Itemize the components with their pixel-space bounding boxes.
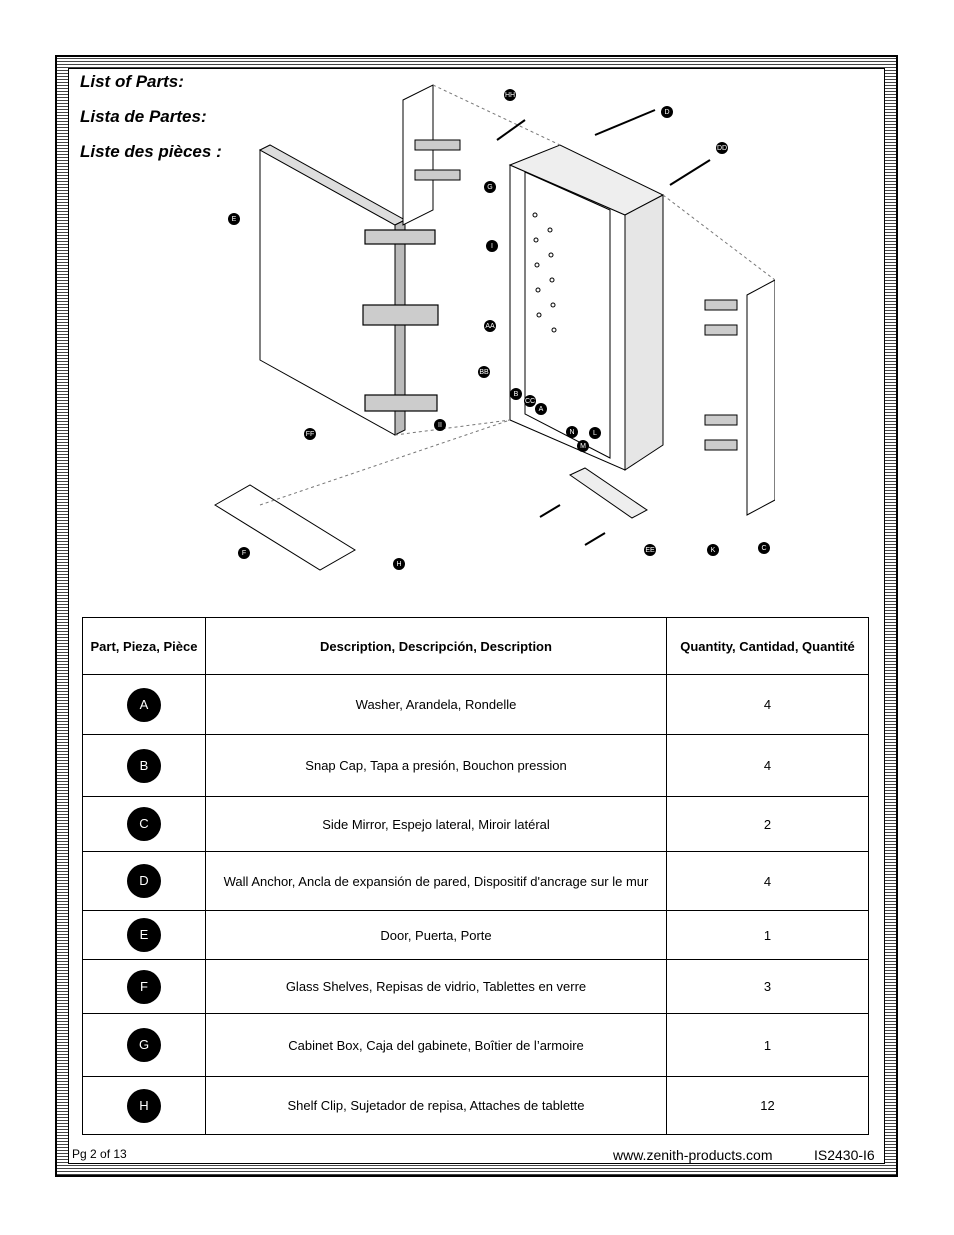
- back-strip: [402, 84, 434, 226]
- part-quantity: 3: [666, 959, 869, 1014]
- part-badge: F: [127, 969, 161, 1004]
- table-row: B Snap Cap, Tapa a presión, Bouchon pres…: [82, 734, 869, 797]
- svg-text:F: F: [242, 550, 246, 557]
- part-badge: H: [127, 1088, 161, 1123]
- svg-text:FF: FF: [306, 431, 315, 438]
- svg-text:CC: CC: [525, 398, 535, 405]
- part-badge: A: [127, 687, 161, 722]
- bottom-strip: [568, 467, 648, 519]
- svg-text:N: N: [569, 429, 574, 436]
- svg-text:EE: EE: [645, 547, 655, 554]
- table-row: A Washer, Arandela, Rondelle 4: [82, 674, 869, 735]
- screw-hh-bottom-2: [584, 532, 606, 546]
- part-description: Cabinet Box, Caja del gabinete, Boîtier …: [205, 1013, 667, 1077]
- part-quantity: 12: [666, 1076, 869, 1135]
- part-description: Wall Anchor, Ancla de expansión de pared…: [205, 851, 667, 911]
- hinges: [362, 229, 439, 412]
- table-row: F Glass Shelves, Repisas de vidrio, Tabl…: [82, 959, 869, 1014]
- table-row: H Shelf Clip, Sujetador de repisa, Attac…: [82, 1076, 869, 1135]
- document-code: IS2430-I6: [814, 1147, 875, 1163]
- heading-english: List of Parts:: [80, 72, 184, 91]
- part-quantity: 4: [666, 851, 869, 911]
- svg-text:K: K: [711, 547, 716, 554]
- screw-dd: [669, 159, 711, 186]
- table-row: E Door, Puerta, Porte 1: [82, 910, 869, 960]
- svg-text:II: II: [438, 422, 442, 429]
- svg-text:E: E: [232, 216, 237, 223]
- svg-text:L: L: [593, 430, 597, 437]
- part-description: Glass Shelves, Repisas de vidrio, Tablet…: [205, 959, 667, 1014]
- part-quantity: 4: [666, 734, 869, 797]
- part-badge: E: [127, 918, 161, 952]
- svg-text:HH: HH: [505, 92, 515, 99]
- header-quantity: Quantity, Cantidad, Quantité: [666, 617, 869, 675]
- heading-french: Liste des pièces :: [80, 142, 222, 161]
- header-description: Description, Descripción, Description: [205, 617, 667, 675]
- part-description: Side Mirror, Espejo lateral, Miroir laté…: [205, 796, 667, 852]
- part-badge: B: [127, 748, 161, 783]
- svg-text:DD: DD: [717, 145, 727, 152]
- table-row: D Wall Anchor, Ancla de expansión de par…: [82, 851, 869, 911]
- part-quantity: 2: [666, 796, 869, 852]
- heading-spanish: Lista de Partes:: [80, 107, 207, 126]
- parts-table: Part, Pieza, Pièce Description, Descripc…: [82, 617, 869, 1135]
- side-mirror: [746, 279, 775, 516]
- cabinet-box: [509, 164, 626, 471]
- table-row: G Cabinet Box, Caja del gabinete, Boîtie…: [82, 1013, 869, 1077]
- page-number: Pg 2 of 13: [72, 1147, 127, 1161]
- table-header-row: Part, Pieza, Pièce Description, Descripc…: [82, 617, 869, 675]
- exploded-parts-diagram: HH D DD G E I AA BB B A CC N L M FF II C…: [214, 84, 775, 571]
- svg-text:A: A: [539, 406, 544, 413]
- shelf-holes: [532, 212, 557, 333]
- header-part: Part, Pieza, Pièce: [82, 617, 206, 675]
- svg-text:G: G: [487, 184, 492, 191]
- callout-labels: HH D DD G E I AA BB B A CC N L M FF II C…: [228, 89, 770, 570]
- svg-text:B: B: [514, 391, 519, 398]
- door-panel: [259, 149, 396, 436]
- part-quantity: 1: [666, 910, 869, 960]
- part-badge: C: [127, 807, 161, 841]
- part-description: Shelf Clip, Sujetador de repisa, Attache…: [205, 1076, 667, 1135]
- svg-text:M: M: [580, 443, 586, 450]
- screw-hh-top: [496, 119, 526, 141]
- part-badge: D: [127, 864, 161, 898]
- part-description: Snap Cap, Tapa a presión, Bouchon pressi…: [205, 734, 667, 797]
- part-description: Washer, Arandela, Rondelle: [205, 674, 667, 735]
- svg-text:I: I: [491, 243, 493, 250]
- svg-text:D: D: [664, 109, 669, 116]
- svg-text:BB: BB: [479, 369, 489, 376]
- table-row: C Side Mirror, Espejo lateral, Miroir la…: [82, 796, 869, 852]
- svg-text:AA: AA: [485, 323, 495, 330]
- svg-text:H: H: [396, 561, 401, 568]
- website-url: www.zenith-products.com: [613, 1147, 773, 1163]
- screw-d-top: [594, 109, 656, 136]
- svg-text:C: C: [761, 545, 766, 552]
- part-badge: G: [127, 1028, 161, 1062]
- part-quantity: 1: [666, 1013, 869, 1077]
- part-description: Door, Puerta, Porte: [205, 910, 667, 960]
- glass-shelf: [214, 484, 356, 571]
- part-quantity: 4: [666, 674, 869, 735]
- screw-hh-bottom-1: [539, 504, 561, 518]
